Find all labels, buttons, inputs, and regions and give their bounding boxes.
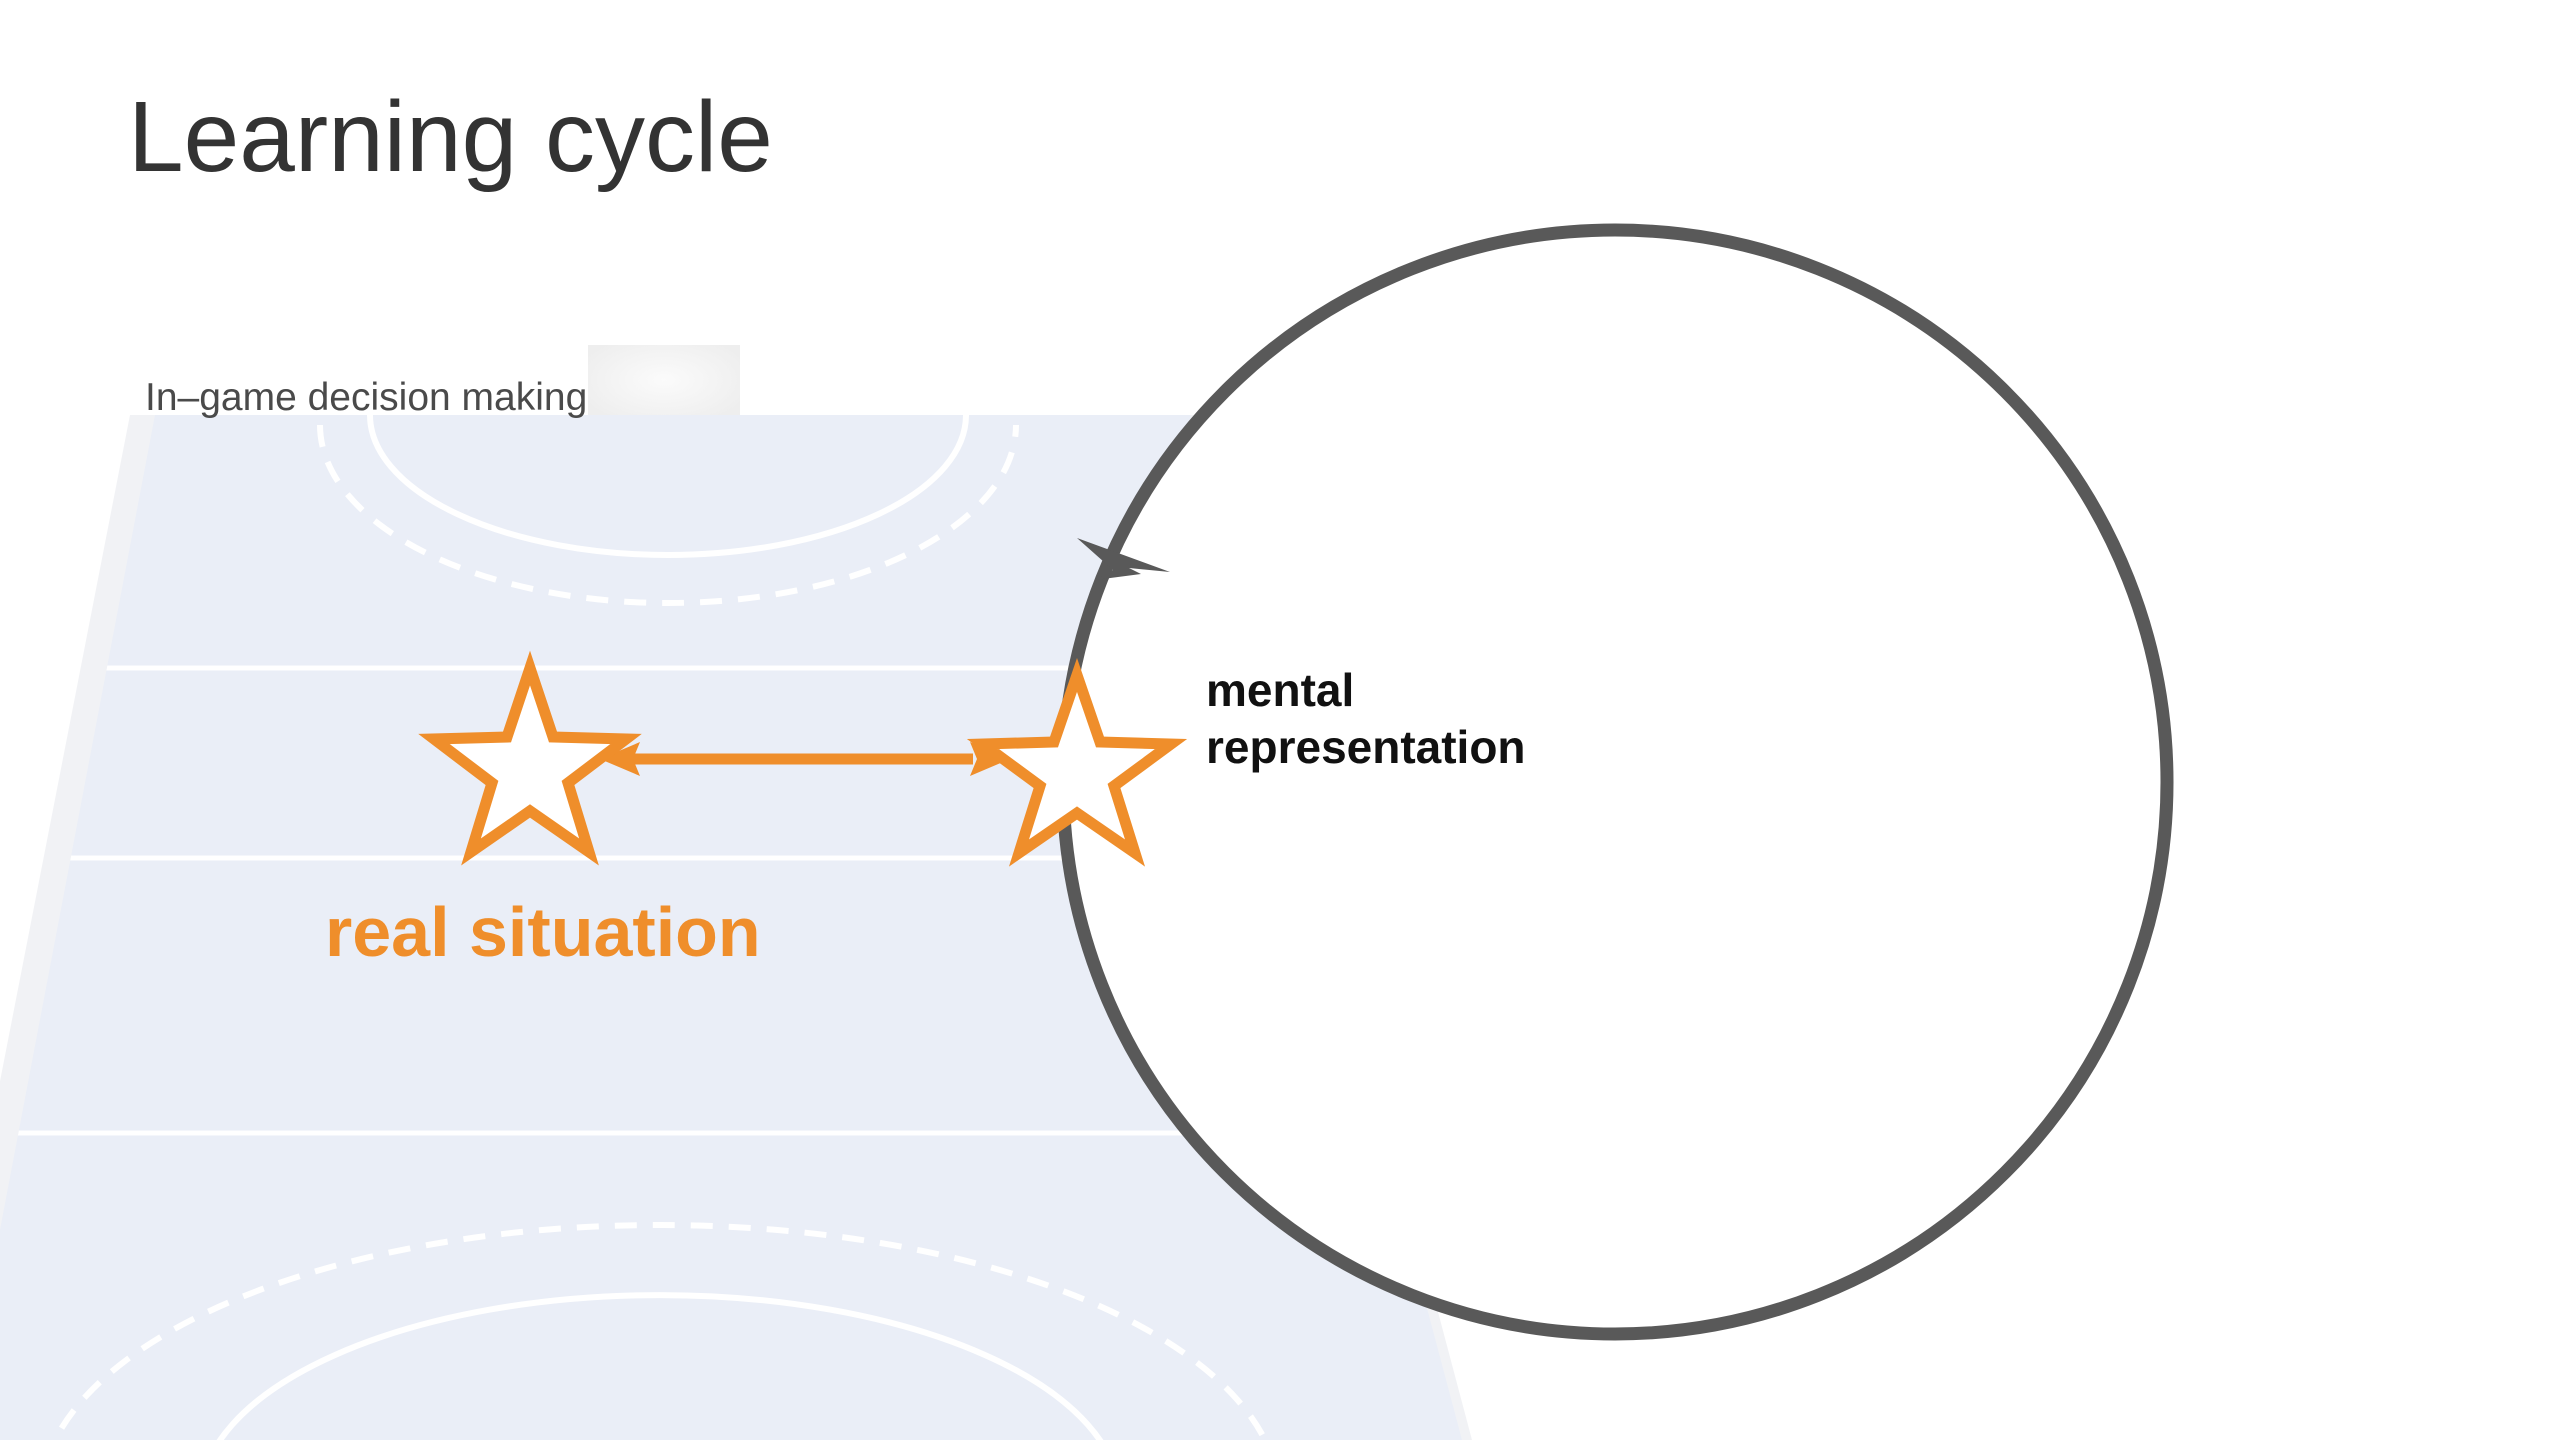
star-icon	[418, 650, 642, 866]
shooting-circle-bottom	[197, 1292, 1123, 1440]
penalty-arc-bottom	[37, 1222, 1283, 1440]
page-title: Learning cycle	[128, 81, 773, 193]
post-pad	[588, 345, 740, 423]
mental-representation-line1: mental	[1206, 664, 1355, 716]
star-icon	[966, 658, 1188, 867]
diagram-subtitle: In–game decision making	[145, 376, 588, 419]
cycle-loop	[1056, 223, 2174, 1341]
double-arrow-head-right	[970, 742, 1010, 776]
cycle-circle	[1056, 223, 2174, 1341]
penalty-arc-top	[317, 424, 1019, 606]
shooting-circle-top	[367, 415, 969, 558]
double-arrow	[600, 742, 1010, 776]
mental-representation-line2: representation	[1206, 721, 1526, 773]
mental-representation-label: mental representation	[1206, 662, 1526, 776]
cycle-arrowhead	[1077, 538, 1170, 580]
double-arrow-head-left	[600, 742, 640, 776]
real-situation-label: real situation	[325, 893, 761, 971]
